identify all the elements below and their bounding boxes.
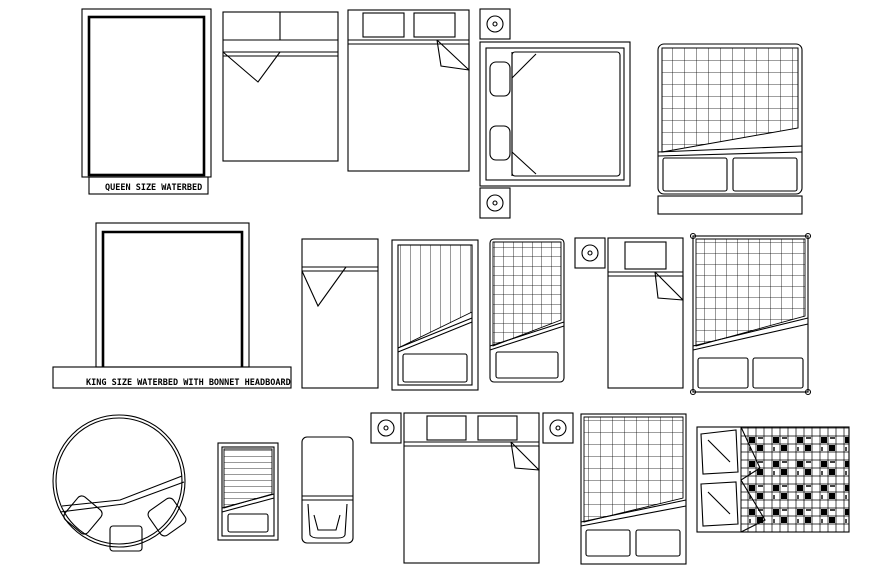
double-bed-two-pillows [347,9,470,172]
queen-waterbed-label: QUEEN SIZE WATERBED [105,183,202,193]
king-waterbed-label: KING SIZE WATERBED WITH BONNET HEADBOARD [86,378,291,388]
gridded-bed-top-right [657,43,803,215]
round-bed [52,414,187,552]
striped-bed [391,239,479,391]
king-size-waterbed: KING SIZE WATERBED WITH BONNET HEADBOARD [52,222,292,389]
bed-with-nightstands [479,8,631,219]
single-bed-open-sheet [301,238,379,389]
patterned-bed-sideways [696,426,850,533]
queen-size-waterbed: QUEEN SIZE WATERBED [81,8,212,195]
double-bed-open-sheet [222,11,339,162]
small-striped-bed [217,442,279,541]
gridded-bed-right [689,232,812,396]
double-bed-bottom-center [370,412,574,564]
lounger-cot [301,436,354,544]
single-bed-with-nightstand [574,237,684,389]
gridded-single-bed [489,238,565,383]
gridded-bed-bottom [580,413,687,565]
